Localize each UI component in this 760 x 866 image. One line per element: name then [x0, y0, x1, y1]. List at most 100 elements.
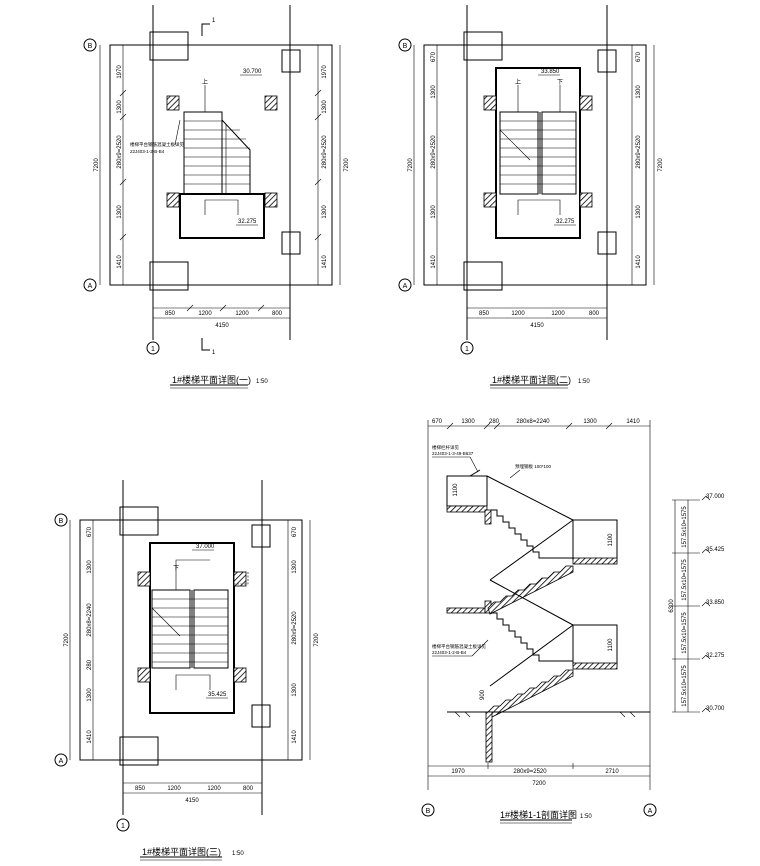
- plan3-bottom-dim-2: 1200: [167, 786, 181, 792]
- plan1-note-1: 楼梯平台钢筋混凝土板详见: [130, 141, 184, 148]
- plan2-bottom-dim-4: 800: [589, 311, 600, 317]
- plan1-left-dim-2: 1300: [117, 100, 123, 114]
- plan2-outline: [423, 44, 647, 286]
- section-right-dim-2: 157.5x10=1575: [682, 559, 688, 601]
- plan-1: [83, 5, 341, 389]
- plan2-bottom-total: 4150: [530, 323, 544, 329]
- plan3-axis-a: A: [59, 758, 64, 765]
- plan3-left-dim-4: 280: [87, 659, 93, 670]
- plan2-up-mark: 上: [515, 78, 521, 86]
- section-1-1: [421, 420, 711, 824]
- section-right-total: 6300: [669, 599, 675, 613]
- section-top-dim-6: 1410: [626, 419, 640, 425]
- section-note3-line2: 22J403-1-2-B-B4: [432, 650, 467, 655]
- plan2-axis-a: A: [403, 283, 408, 290]
- plan2-left-dim-5: 1410: [431, 255, 437, 269]
- section-elev-3: 33.850: [706, 600, 725, 606]
- plan1-section-mark-bottom: [201, 338, 210, 351]
- plan1-right-total: 7200: [344, 158, 350, 172]
- plan3-right-total: 7200: [314, 633, 320, 647]
- plan3-axis-b: B: [59, 518, 64, 525]
- plan3-right-dim-3: 280x9=2520: [292, 611, 298, 645]
- section-bottom-dim-3: 2710: [605, 769, 619, 775]
- plan2-elev-top: 33.850: [541, 69, 560, 75]
- plan1-axis-1-circle: [146, 341, 160, 355]
- plan3-bottom-dim-1: 850: [135, 786, 146, 792]
- plan3-down-mark: 下: [173, 565, 179, 572]
- plan1-note-leader: [174, 119, 181, 146]
- plan2-left-dim-2: 1300: [431, 85, 437, 99]
- plan1-axis-b: B: [88, 43, 93, 50]
- plan2-right-dim-2: 1300: [636, 85, 642, 99]
- plan1-window-bottom: [149, 261, 189, 291]
- plan1-column-tr: [281, 49, 301, 73]
- plan3-elev-top: 37.000: [196, 544, 215, 550]
- section-bottom-dim-2: 280x9=2520: [513, 769, 547, 775]
- plan3-bottom-dim-3: 1200: [207, 786, 221, 792]
- section-top-dim-4: 280x8=2240: [516, 419, 550, 425]
- plan2-axis-1: 1: [465, 346, 469, 353]
- plan1-column-hatch-2: [264, 95, 278, 111]
- plan2-bottom-dim-2: 1200: [511, 311, 525, 317]
- section-note2: 预埋钢板 100*100: [515, 463, 552, 470]
- section-elev-1: 37.000: [706, 494, 725, 500]
- plan1-left-dim-1: 1970: [117, 65, 123, 79]
- plan2-right-dim-1: 670: [636, 51, 642, 62]
- plan1-caption: 1#楼梯平面详图(一): [172, 374, 251, 385]
- plan2-right-dim-5: 1410: [636, 255, 642, 269]
- plan1-left-dim-4: 1300: [117, 205, 123, 219]
- plan1-axis-1: 1: [151, 346, 155, 353]
- section-elev-5: 30.700: [706, 706, 725, 712]
- section-axis-b: B: [426, 808, 431, 815]
- plan3-right-dim-5: 1410: [292, 730, 298, 744]
- section-right-dim-3: 157.5x10=1575: [682, 612, 688, 654]
- plan1-outline: [109, 44, 333, 286]
- plan-3: [54, 480, 311, 861]
- plan1-up-mark: 上: [202, 78, 208, 86]
- plan3-left-total: 7200: [64, 633, 70, 647]
- section-axis-a: A: [648, 808, 653, 815]
- plan3-elev-bottom: 35.425: [208, 692, 227, 698]
- plan1-column-hatch-4: [264, 192, 278, 208]
- section-note3-line1: 楼梯平台钢筋混凝土板详见: [432, 643, 486, 650]
- plan2-elev-bottom: 32.275: [556, 219, 575, 225]
- section-top-dim-2: 1300: [461, 419, 475, 425]
- section-rail-h2: 1100: [608, 533, 614, 547]
- plan3-right-dim-1: 670: [292, 526, 298, 537]
- plan1-section-num-top: 1: [212, 18, 216, 24]
- plan2-bottom-dim-1: 850: [479, 311, 490, 317]
- plan2-scale: 1:50: [578, 379, 590, 385]
- plan1-elev-top: 30.700: [243, 69, 262, 75]
- plan2-down-mark: 下: [557, 79, 563, 86]
- plan3-left-dim-3: 280x8=2240: [87, 603, 93, 637]
- plan1-note-2: 22J403-1-2-B-B4: [130, 149, 165, 154]
- plan1-bottom-dim-1: 850: [165, 311, 176, 317]
- plan1-column-br: [281, 231, 301, 255]
- plan1-section-num-bottom: 1: [212, 350, 216, 356]
- section-top-dim-5: 1300: [583, 419, 597, 425]
- plan3-left-dim-6: 1410: [87, 730, 93, 744]
- plan1-bottom-total: 4150: [215, 323, 229, 329]
- plan-2: [398, 5, 655, 389]
- plan1-landing: [179, 193, 265, 239]
- section-rail-h3: 1100: [608, 638, 614, 652]
- section-scale: 1:50: [580, 814, 592, 820]
- plan1-left-dim-3: 280x9=2520: [117, 135, 123, 169]
- plan1-right-dim-1: 1970: [322, 65, 328, 79]
- plan2-axis-b: B: [403, 43, 408, 50]
- section-rail-h4: 900: [480, 689, 486, 700]
- plan2-steps: [499, 85, 577, 215]
- section-right-dim-1: 157.5x10=1575: [682, 506, 688, 548]
- plan3-left-dim-1: 670: [87, 526, 93, 537]
- plan1-bottom-dim-4: 800: [272, 311, 283, 317]
- plan3-steps: [151, 559, 229, 690]
- section-top-dim-1: 670: [432, 419, 443, 425]
- plan3-caption: 1#楼梯平面详图(三): [142, 846, 221, 857]
- plan1-axis-b-circle: [83, 38, 97, 52]
- plan1-steps: [183, 85, 251, 215]
- plan2-left-dim-4: 1300: [431, 205, 437, 219]
- plan2-right-total: 7200: [658, 158, 664, 172]
- plan2-left-dim-1: 670: [431, 51, 437, 62]
- plan1-right-dim-2: 1300: [322, 100, 328, 114]
